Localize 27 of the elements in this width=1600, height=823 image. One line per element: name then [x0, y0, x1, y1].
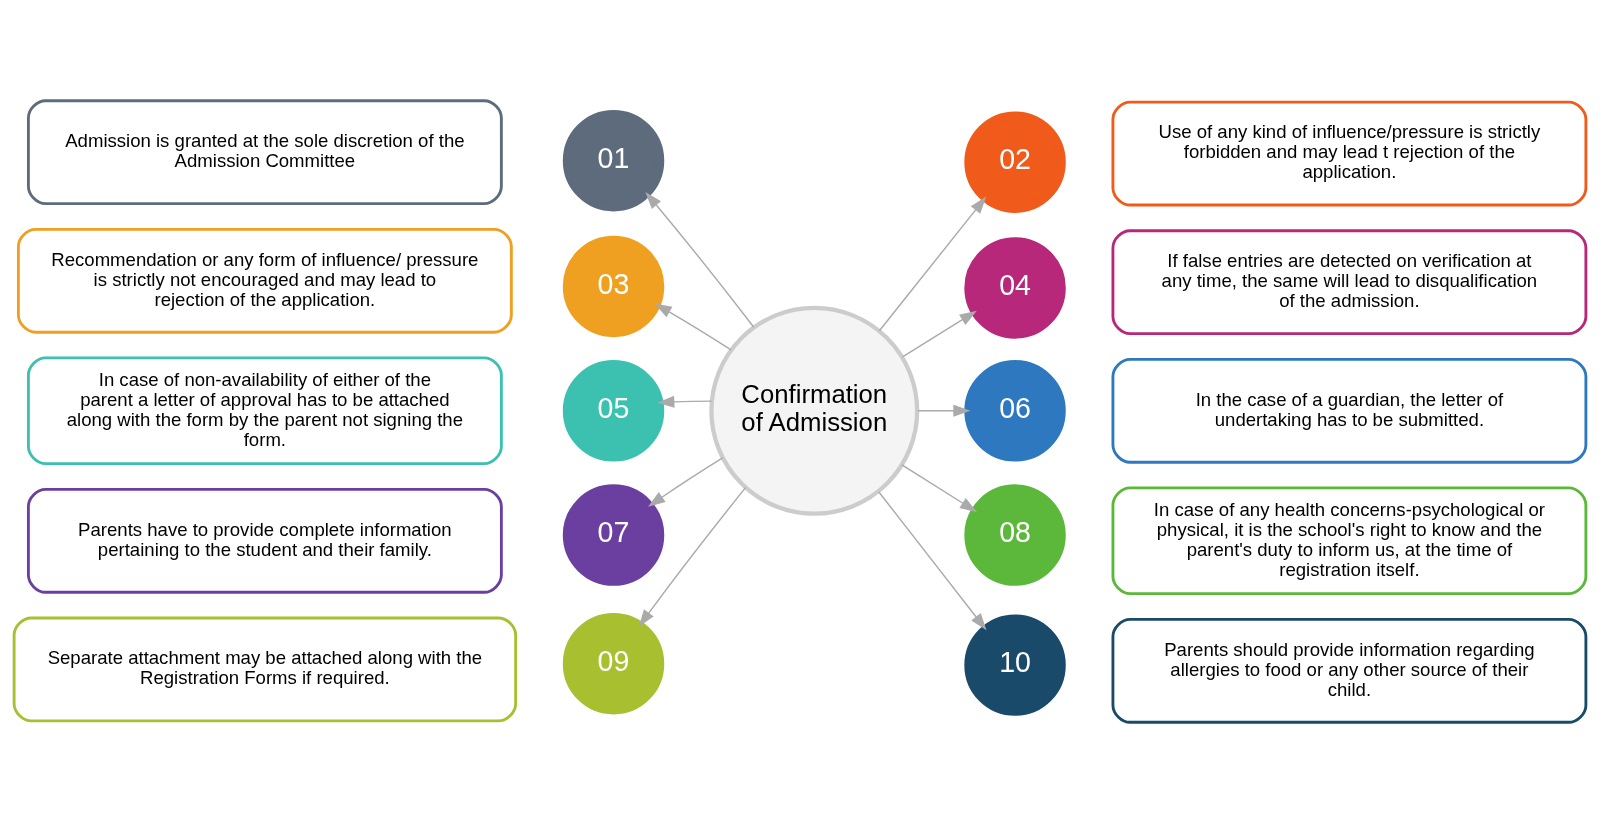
- node-circle: Confirmation of Admission: [709, 305, 920, 516]
- arrow: [878, 196, 987, 332]
- arrow: [657, 395, 713, 408]
- node-box: Use of any kind of influence/pressure is strictly forbidden and may lead t rejection of the application.: [1111, 100, 1588, 207]
- arrow: [916, 404, 971, 417]
- node-circle: 06: [964, 360, 1066, 462]
- arrow: [878, 491, 987, 631]
- arrow: [901, 310, 977, 358]
- node-box: In case of any health concerns-psychological or physical, it is the school's right to know and the parent's duty to inform us, at the time of registration itself.: [1111, 486, 1588, 596]
- arrow: [654, 303, 732, 351]
- node-box: Parents have to provide complete information pertaining to the student and their family.: [26, 487, 503, 594]
- node-box: Recommendation or any form of influence/ pressure is strictly not encouraged and may lead to rejection of the application.: [16, 227, 513, 334]
- node-box: If false entries are detected on verification at any time, the same will lead to disqualification of the admission.: [1111, 229, 1588, 336]
- node-circle: 08: [964, 484, 1066, 586]
- arrow: [638, 486, 747, 627]
- node-box: Parents should provide information regarding allergies to food or any other source of their child.: [1111, 617, 1588, 724]
- arrow: [645, 191, 755, 328]
- node-circle: 05: [562, 360, 665, 462]
- node-circle: 09: [562, 612, 665, 715]
- node-circle: 03: [562, 235, 665, 338]
- arrow: [648, 457, 724, 507]
- node-box: Separate attachment may be attached along with the Registration Forms if required.: [12, 616, 518, 723]
- arrow: [901, 464, 978, 513]
- node-box: In case of non-availability of either of the parent a letter of approval has to be attached along with the form by the parent not signing the form.: [26, 356, 503, 466]
- node-circle: 04: [964, 237, 1066, 339]
- node-box: In the case of a guardian, the letter of undertaking has to be submitted.: [1111, 357, 1588, 464]
- node-box: Admission is granted at the sole discretion of the Admission Committee: [26, 99, 503, 206]
